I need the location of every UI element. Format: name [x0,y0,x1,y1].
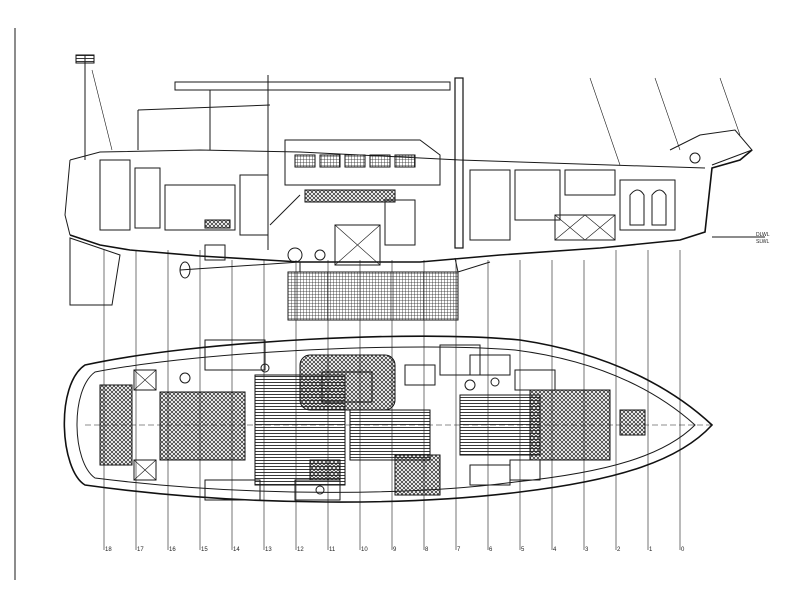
station-label: 2 [617,547,621,553]
hull-profile [69,149,753,263]
station-label: 9 [393,547,397,553]
mast [454,77,464,249]
forestay-1 [589,77,621,166]
saloon-table-top [321,371,373,403]
hull-plan-outline [63,335,714,503]
doghouse-windows [294,154,416,168]
station-label: 6 [489,547,493,553]
forepeak-locker [619,409,646,436]
waterline-label-dlwl: DLWL [756,232,770,238]
aft-cabin-berth [159,391,246,461]
galley-floor [349,409,431,461]
doghouse [284,139,441,186]
backstay [91,69,113,151]
hull-plan-inner [76,346,696,493]
station-label: 4 [553,547,557,553]
profile-interior [99,159,676,279]
stern-transom [64,159,71,236]
saloon-table [299,354,396,411]
galley-unit [394,454,441,496]
chart-table [304,189,396,203]
bimini-frame [137,81,451,150]
keel-fin [299,257,491,273]
antenna-top [75,54,95,64]
rudder [69,237,121,306]
station-label: 14 [233,547,240,553]
forestay-2 [654,77,681,151]
station-label: 11 [329,547,336,553]
waterline-label-slwl: SLWL [756,239,769,245]
station-label: 10 [361,547,368,553]
deck-line [69,149,706,169]
forestay-3 [719,77,741,136]
station-label: 3 [585,547,589,553]
anchor-winch [689,152,701,164]
station-label: 18 [105,547,112,553]
forward-berth [529,389,611,461]
nav-station [404,364,436,386]
station-label: 7 [457,547,461,553]
station-label: 12 [297,547,304,553]
station-label: 16 [169,547,176,553]
station-label: 0 [681,547,685,553]
station-label: 15 [201,547,208,553]
station-label: 17 [137,547,144,553]
station-label: 13 [265,547,272,553]
station-label: 5 [521,547,525,553]
aft-head [204,339,266,371]
station-label: 8 [425,547,429,553]
plan-view [63,335,714,503]
station-label: 1 [649,547,653,553]
fwd-head [439,344,481,376]
keel-bulb [287,271,459,321]
profile-view: DLWL SLWL [64,54,770,321]
bow-pulpit [669,129,753,166]
